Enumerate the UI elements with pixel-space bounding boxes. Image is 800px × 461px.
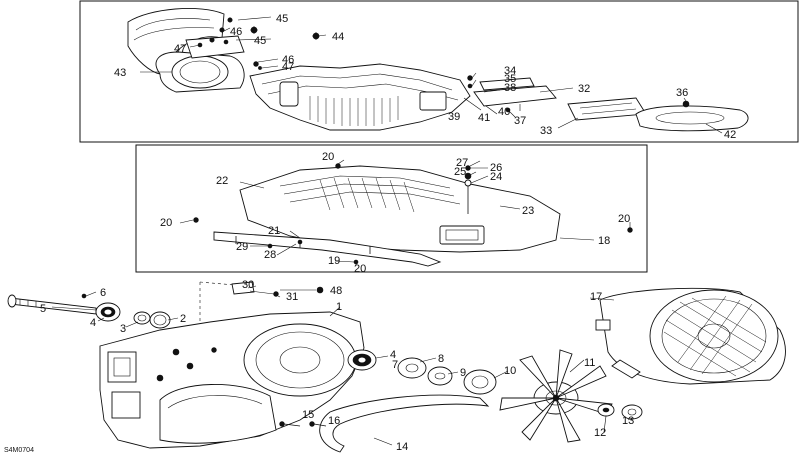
callout-4a: 4 xyxy=(90,317,96,329)
airbox-seal xyxy=(479,77,535,91)
housing-boss xyxy=(107,351,137,383)
washer-3 xyxy=(133,311,151,325)
callout-42: 42 xyxy=(724,129,736,141)
callout-30: 30 xyxy=(242,279,254,291)
callout-43: 43 xyxy=(114,67,126,79)
callout-labels: 45 46 45 44 47 43 46 47 34 35 38 32 36 3… xyxy=(4,13,736,454)
mounting-rail xyxy=(213,231,442,267)
callout-10: 10 xyxy=(504,365,516,377)
housing-cover xyxy=(159,384,277,444)
intake-manifold xyxy=(249,63,471,131)
drive-belt xyxy=(319,394,490,453)
callout-15: 15 xyxy=(302,409,314,421)
housing-opening xyxy=(243,323,357,397)
air-silencer-duct xyxy=(127,8,225,75)
fan-housing-tab xyxy=(595,319,611,331)
callout-20a: 20 xyxy=(322,151,334,163)
callout-7: 7 xyxy=(392,359,398,371)
cooling-fan xyxy=(499,349,613,443)
callout-40: 40 xyxy=(498,106,510,118)
callout-45a: 45 xyxy=(276,13,288,25)
housing-boss-lower xyxy=(111,391,141,419)
manifold-port xyxy=(279,81,299,107)
callout-20d: 20 xyxy=(354,263,366,275)
callout-2: 2 xyxy=(180,313,186,325)
callout-22: 22 xyxy=(216,175,228,187)
washer-2 xyxy=(149,311,171,329)
bracket-30 xyxy=(231,281,255,295)
callout-27: 27 xyxy=(456,157,468,169)
hub-10 xyxy=(463,369,497,395)
callout-29: 29 xyxy=(236,241,248,253)
drive-assembly xyxy=(7,281,786,453)
callout-38: 38 xyxy=(504,82,516,94)
callout-37: 37 xyxy=(514,115,526,127)
callout-12: 12 xyxy=(594,427,606,439)
leader-lines xyxy=(51,16,723,446)
callout-17: 17 xyxy=(590,291,602,303)
intake-assembly-panel xyxy=(79,0,799,143)
callout-25: 25 xyxy=(454,166,466,178)
callout-16: 16 xyxy=(328,415,340,427)
callout-18: 18 xyxy=(598,235,610,247)
callout-46a: 46 xyxy=(230,26,242,38)
drawing-code: S4M0704 xyxy=(4,447,34,454)
drive-shaft xyxy=(9,297,97,315)
engine-top-panel xyxy=(135,144,648,273)
manifold-flange xyxy=(419,91,447,111)
callout-5: 5 xyxy=(40,303,46,315)
spacer-9 xyxy=(427,366,453,386)
callout-39: 39 xyxy=(448,111,460,123)
callout-13: 13 xyxy=(622,415,634,427)
callout-19: 19 xyxy=(328,255,340,267)
callout-44: 44 xyxy=(332,31,344,43)
callout-14: 14 xyxy=(396,441,408,453)
engine-panel-frame xyxy=(135,144,648,273)
callout-32: 32 xyxy=(578,83,590,95)
callout-3: 3 xyxy=(120,323,126,335)
callout-31: 31 xyxy=(286,291,298,303)
callout-46b: 46 xyxy=(282,54,294,66)
callout-47b: 47 xyxy=(282,61,294,73)
callout-47a: 47 xyxy=(174,43,186,55)
callout-1: 1 xyxy=(336,301,342,313)
callout-36: 36 xyxy=(676,87,688,99)
nut-13 xyxy=(621,404,643,420)
callout-28: 28 xyxy=(264,249,276,261)
callout-20c: 20 xyxy=(618,213,630,225)
callout-34: 34 xyxy=(504,65,516,77)
callout-4b: 4 xyxy=(390,349,396,361)
callout-45b: 45 xyxy=(254,35,266,47)
callout-35: 35 xyxy=(504,73,516,85)
callout-9: 9 xyxy=(460,367,466,379)
pulley-half xyxy=(397,357,427,379)
silencer-bracket xyxy=(185,35,245,59)
callout-11: 11 xyxy=(584,357,595,369)
callout-26: 26 xyxy=(490,162,502,174)
callout-24: 24 xyxy=(490,171,502,183)
cylinder-head-cover xyxy=(439,225,485,245)
intake-panel-frame xyxy=(79,0,799,143)
callout-8: 8 xyxy=(438,353,444,365)
callout-20b: 20 xyxy=(160,217,172,229)
callout-48: 48 xyxy=(330,285,342,297)
callout-33: 33 xyxy=(540,125,552,137)
airbox-gasket xyxy=(473,85,557,107)
air-filter xyxy=(635,105,749,132)
callout-21: 21 xyxy=(268,225,280,237)
fan-housing xyxy=(595,287,786,385)
callout-6: 6 xyxy=(100,287,106,299)
callout-41: 41 xyxy=(478,112,490,124)
callout-23: 23 xyxy=(522,205,534,217)
